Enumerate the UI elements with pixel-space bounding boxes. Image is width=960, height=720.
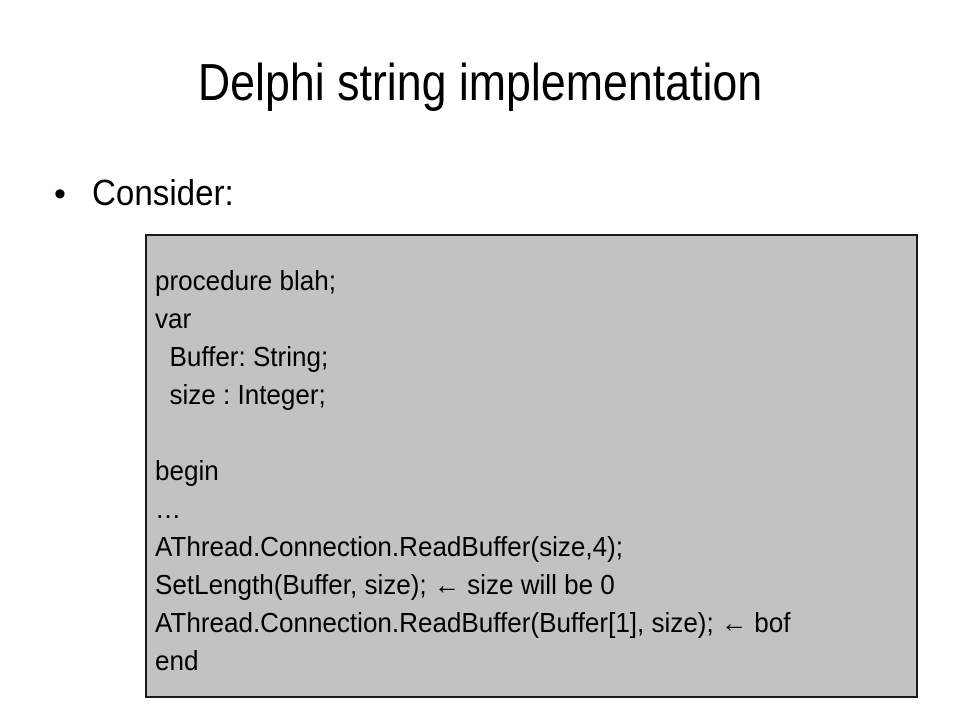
- code-line-blank: [155, 414, 861, 452]
- code-block-content: procedure blah; var Buffer: String; size…: [155, 262, 914, 680]
- code-line: AThread.Connection.ReadBuffer(size,4);: [155, 531, 624, 562]
- code-line: var: [155, 303, 192, 334]
- code-line: size : Integer;: [155, 379, 326, 410]
- code-line: Buffer: String;: [155, 341, 329, 372]
- code-block: procedure blah; var Buffer: String; size…: [145, 234, 918, 698]
- code-line: begin: [155, 455, 219, 486]
- bullet-list-item: • Consider:: [54, 170, 246, 217]
- code-line: end: [155, 645, 199, 676]
- page-title: Delphi string implementation: [197, 54, 763, 112]
- code-line-ellipsis: …: [155, 493, 182, 524]
- code-line-annotated: SetLength(Buffer, size); ← size will be …: [155, 569, 615, 600]
- bullet-marker-icon: •: [54, 175, 66, 213]
- bullet-item-label: Consider:: [92, 172, 234, 213]
- code-line-annotated: AThread.Connection.ReadBuffer(Buffer[1],…: [155, 607, 791, 638]
- code-line: procedure blah;: [155, 265, 336, 296]
